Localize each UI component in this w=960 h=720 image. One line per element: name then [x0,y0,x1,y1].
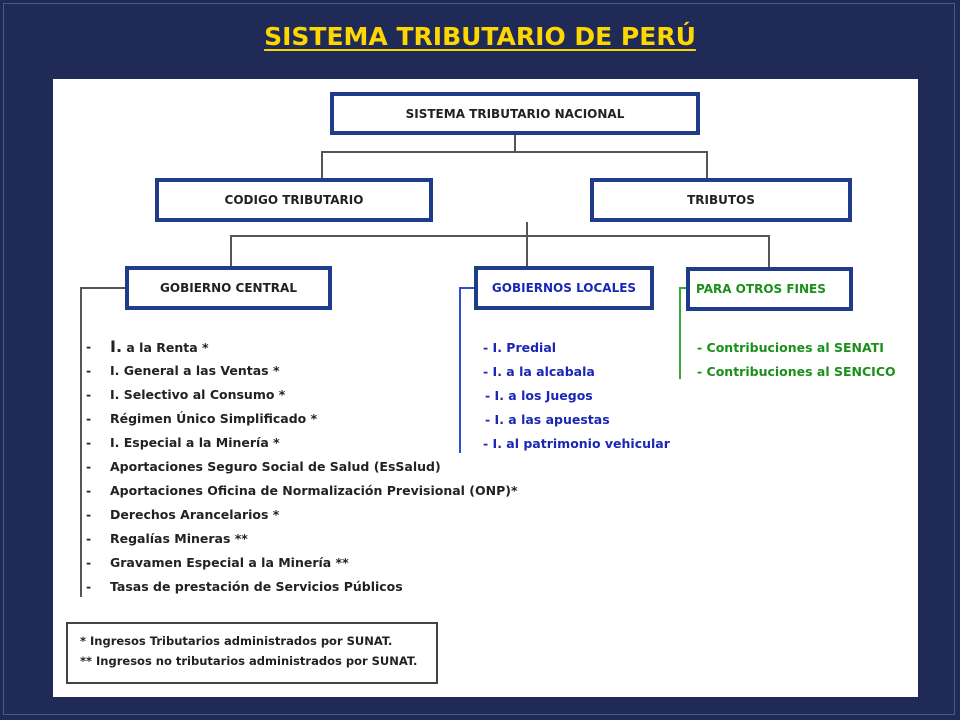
central-item: I. Especial a la Minería * [110,435,280,450]
footnotes-box: * Ingresos Tributarios administrados por… [66,622,438,684]
connector-to-locales [526,235,528,266]
connector-to-tributos [706,151,708,178]
slide-frame [3,3,955,715]
central-branch-vertical [80,287,82,597]
slide-title: SISTEMA TRIBUTARIO DE PERÚ [264,22,696,51]
list-dash: - [86,579,92,594]
locales-item: - I. a la alcabala [483,364,595,379]
list-dash: - [86,363,92,378]
otros-branch-horizontal [679,287,686,289]
list-dash: - [86,435,92,450]
list-dash: - [86,411,92,426]
central-item-renta: I. a la Renta * [110,337,209,356]
central-branch-horizontal [80,287,125,289]
central-item: I. Selectivo al Consumo * [110,387,286,402]
locales-item: - I. a los Juegos [485,388,593,403]
list-dash: - [86,555,92,570]
central-item: Derechos Arancelarios * [110,507,280,522]
connector-level1-horizontal [321,151,708,153]
node-para-otros-fines: PARA OTROS FINES [686,267,853,311]
locales-item: - I. a las apuestas [485,412,610,427]
locales-branch-vertical [459,287,461,453]
list-dash: - [86,459,92,474]
otros-branch-vertical [679,287,681,379]
footnote: ** Ingresos no tributarios administrados… [80,654,418,668]
footnote: * Ingresos Tributarios administrados por… [80,634,393,648]
connector-root-down [514,135,516,152]
central-item: I. General a las Ventas * [110,363,280,378]
central-item: Gravamen Especial a la Minería ** [110,555,349,570]
list-dash: - [86,339,92,354]
node-codigo-tributario: CODIGO TRIBUTARIO [155,178,433,222]
connector-to-codigo [321,151,323,178]
connector-to-central [230,235,232,266]
list-dash: - [86,483,92,498]
node-sistema-tributario-nacional: SISTEMA TRIBUTARIO NACIONAL [330,92,700,135]
node-gobiernos-locales: GOBIERNOS LOCALES [474,266,654,310]
list-dash: - [86,507,92,522]
connector-to-otros [768,235,770,267]
locales-item: - I. al patrimonio vehicular [483,436,670,451]
central-item: Aportaciones Oficina de Normalización Pr… [110,483,518,498]
locales-branch-horizontal [459,287,474,289]
list-dash: - [86,387,92,402]
central-item: Tasas de prestación de Servicios Público… [110,579,403,594]
otros-item: - Contribuciones al SENATI [697,340,884,355]
central-item: Regalías Mineras ** [110,531,248,546]
node-gobierno-central: GOBIERNO CENTRAL [125,266,332,310]
connector-level2-horizontal [230,235,770,237]
central-item: Aportaciones Seguro Social de Salud (EsS… [110,459,441,474]
node-tributos: TRIBUTOS [590,178,852,222]
locales-item: - I. Predial [483,340,557,355]
list-dash: - [86,531,92,546]
otros-item: - Contribuciones al SENCICO [697,364,896,379]
connector-tributos-down [526,222,528,236]
central-item: Régimen Único Simplificado * [110,411,318,426]
